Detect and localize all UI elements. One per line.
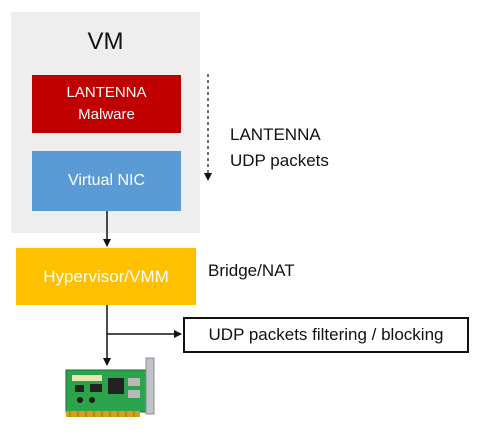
malware-label-line2: Malware [78, 106, 135, 123]
udp-packets-label-line1: LANTENNA [230, 125, 321, 144]
lantenna-malware-box: LANTENNA Malware [32, 75, 181, 133]
hypervisor-label: Hypervisor/VMM [43, 266, 169, 286]
hypervisor-box: Hypervisor/VMM [16, 248, 196, 305]
virtual-nic-label: Virtual NIC [67, 172, 146, 189]
udp-packets-label-line2: UDP packets [230, 151, 329, 170]
vm-title: VM [87, 28, 124, 55]
network-card-icon [65, 357, 155, 417]
bridge-nat-label: Bridge/NAT [208, 261, 295, 280]
udp-filtering-label: UDP packets filtering / blocking [208, 325, 444, 344]
virtual-nic-box: Virtual NIC [32, 151, 181, 211]
udp-filtering-box: UDP packets filtering / blocking [183, 317, 469, 353]
udp-packets-label: LANTENNA UDP packets [230, 122, 329, 174]
malware-label-line1: LANTENNA [66, 84, 147, 101]
